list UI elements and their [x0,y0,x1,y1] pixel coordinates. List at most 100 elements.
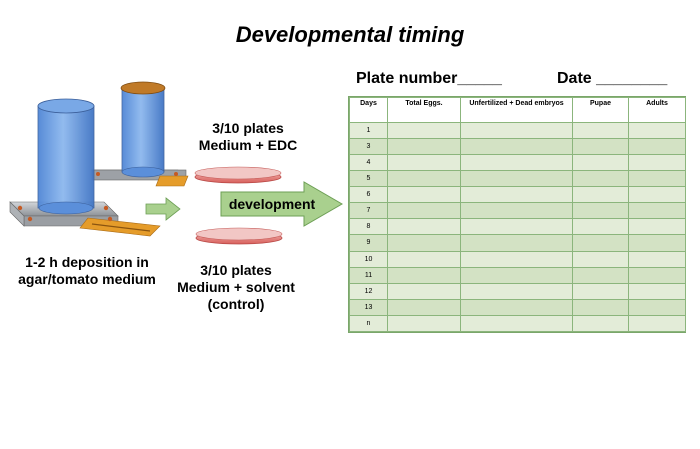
entry-cell[interactable] [628,234,686,252]
table-row: 9 [349,234,686,252]
entry-cell[interactable] [460,250,573,268]
entry-cell[interactable] [460,202,573,220]
development-label: development [229,196,316,212]
entry-cell[interactable] [387,298,461,316]
back-apparatus [91,81,189,187]
table-row: 4 [349,154,686,172]
entry-cell[interactable] [572,186,629,204]
entry-cell[interactable] [572,154,629,172]
control-caption-line-1: 3/10 plates [200,262,272,278]
entry-cell[interactable] [387,314,461,333]
entry-cell[interactable] [460,314,573,333]
entry-cell[interactable] [460,266,573,284]
entry-cell[interactable] [387,186,461,204]
entry-cell[interactable] [460,154,573,172]
table-row: 6 [349,186,686,204]
entry-cell[interactable] [628,298,686,316]
developmental-timing-table: Days Total Eggs. Unfertilized + Dead emb… [348,96,686,333]
entry-cell[interactable] [628,266,686,284]
front-apparatus [9,98,161,237]
entry-cell[interactable] [572,266,629,284]
entry-cell[interactable] [628,170,686,188]
deposition-apparatus-illustration: development [9,81,343,245]
entry-cell[interactable] [572,202,629,220]
entry-cell[interactable] [628,154,686,172]
entry-cell[interactable] [387,282,461,300]
deposition-caption: 1-2 h deposition in agar/tomato medium [4,254,170,288]
entry-cell[interactable] [572,250,629,268]
entry-cell[interactable] [387,170,461,188]
entry-cell[interactable] [460,121,573,140]
control-caption-line-2: Medium + solvent [177,279,295,295]
day-cell: 1 [349,121,388,140]
entry-cell[interactable] [628,186,686,204]
deposition-caption-line-1: 1-2 h deposition in [25,254,149,270]
entry-cell[interactable] [572,170,629,188]
table-row: 10 [349,250,686,268]
page-title: Developmental timing [235,22,465,47]
day-cell: 9 [349,234,388,252]
entry-cell[interactable] [628,282,686,300]
entry-cell[interactable] [460,218,573,236]
entry-cell[interactable] [460,138,573,156]
control-caption-line-3: (control) [207,296,265,312]
table-row: 7 [349,202,686,220]
table-row: 11 [349,266,686,284]
day-cell: 13 [349,298,388,316]
day-cell: 3 [349,138,388,156]
entry-cell[interactable] [572,314,629,333]
header-adults: Adults [628,97,686,123]
entry-cell[interactable] [387,250,461,268]
day-cell: 12 [349,282,388,300]
header-pupae: Pupae [572,97,629,123]
entry-cell[interactable] [460,234,573,252]
entry-cell[interactable] [387,202,461,220]
day-cell: n [349,314,388,333]
entry-cell[interactable] [460,186,573,204]
table-row: 12 [349,282,686,300]
transfer-arrow [145,197,181,221]
header-total-eggs: Total Eggs. [387,97,461,123]
entry-cell[interactable] [628,138,686,156]
entry-cell[interactable] [460,298,573,316]
entry-cell[interactable] [460,170,573,188]
entry-cell[interactable] [387,266,461,284]
entry-cell[interactable] [387,154,461,172]
table-row: 13 [349,298,686,316]
table-row: n [349,314,686,333]
entry-cell[interactable] [572,121,629,140]
header-unfertilized-dead: Unfertilized + Dead embryos [460,97,573,123]
entry-cell[interactable] [628,218,686,236]
day-cell: 8 [349,218,388,236]
entry-cell[interactable] [387,138,461,156]
date-label: Date ________ [557,70,668,87]
day-cell: 10 [349,250,388,268]
edc-petri-dish [194,166,282,184]
table-row: 5 [349,170,686,188]
plate-number-label: Plate number_____ [356,70,502,87]
table-row: 8 [349,218,686,236]
entry-cell[interactable] [628,250,686,268]
entry-cell[interactable] [628,314,686,333]
day-cell: 5 [349,170,388,188]
entry-cell[interactable] [572,282,629,300]
edc-caption-line-2: Medium + EDC [198,137,298,153]
control-petri-dish [195,227,283,245]
entry-cell[interactable] [572,138,629,156]
entry-cell[interactable] [572,234,629,252]
entry-cell[interactable] [460,282,573,300]
entry-cell[interactable] [572,298,629,316]
development-arrow [220,181,343,227]
table-header-row: Days Total Eggs. Unfertilized + Dead emb… [349,97,686,123]
table-row: 1 [349,121,686,140]
day-cell: 6 [349,186,388,204]
entry-cell[interactable] [387,234,461,252]
entry-cell[interactable] [628,202,686,220]
entry-cell[interactable] [572,218,629,236]
entry-cell[interactable] [387,121,461,140]
day-cell: 7 [349,202,388,220]
header-days: Days [349,97,388,123]
day-cell: 11 [349,266,388,284]
entry-cell[interactable] [387,218,461,236]
entry-cell[interactable] [628,121,686,140]
